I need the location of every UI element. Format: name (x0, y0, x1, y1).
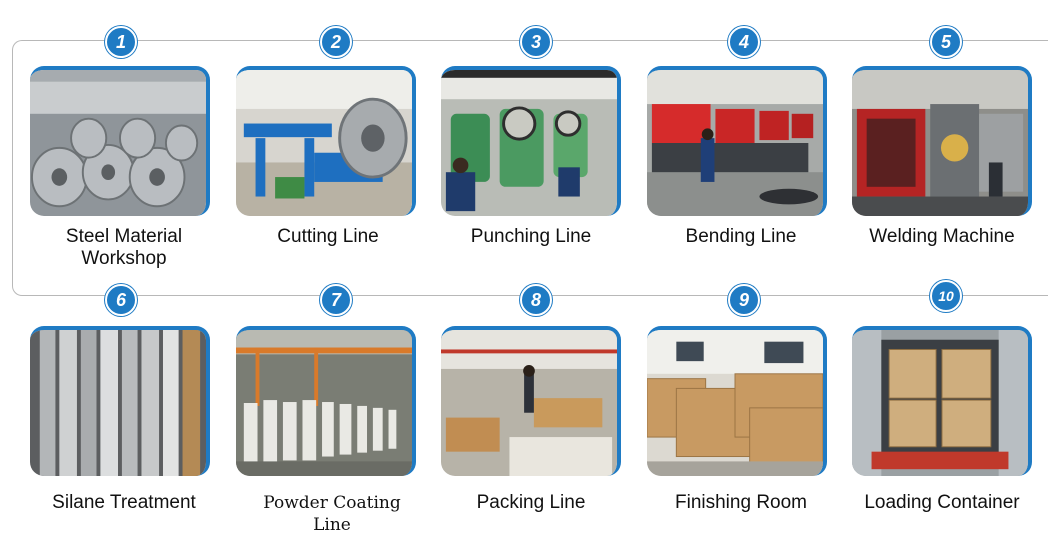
steel-coils-photo (30, 66, 210, 216)
bending-line-photo (647, 66, 827, 216)
step-caption: Cutting Line (277, 226, 379, 247)
step-caption: Powder Coating Line (263, 493, 401, 535)
loading-container-photo (852, 326, 1032, 476)
step-caption: Steel Material Workshop (65, 226, 183, 269)
punching-line-photo (441, 66, 621, 216)
step-number-badge: 7 (320, 284, 352, 316)
step-number-badge: 1 (105, 26, 137, 58)
step-caption: Punching Line (470, 226, 592, 247)
step-number-badge: 3 (520, 26, 552, 58)
cutting-line-photo (236, 66, 416, 216)
step-number-badge: 9 (728, 284, 760, 316)
step-number-badge: 4 (728, 26, 760, 58)
step-number-badge: 8 (520, 284, 552, 316)
step-caption: Packing Line (476, 492, 586, 513)
powder-coating-photo (236, 326, 416, 476)
step-number-badge: 6 (105, 284, 137, 316)
step-caption: Finishing Room (675, 492, 807, 513)
silane-treatment-photo (30, 326, 210, 476)
step-caption: Welding Machine (869, 226, 1015, 247)
step-number-badge: 2 (320, 26, 352, 58)
finishing-room-photo (647, 326, 827, 476)
welding-machine-photo (852, 66, 1032, 216)
packing-line-photo (441, 326, 621, 476)
step-caption: Silane Treatment (52, 492, 196, 513)
step-number-badge: 10 (930, 280, 962, 312)
step-number-badge: 5 (930, 26, 962, 58)
step-caption: Bending Line (685, 226, 797, 247)
step-caption: Loading Container (864, 492, 1020, 513)
